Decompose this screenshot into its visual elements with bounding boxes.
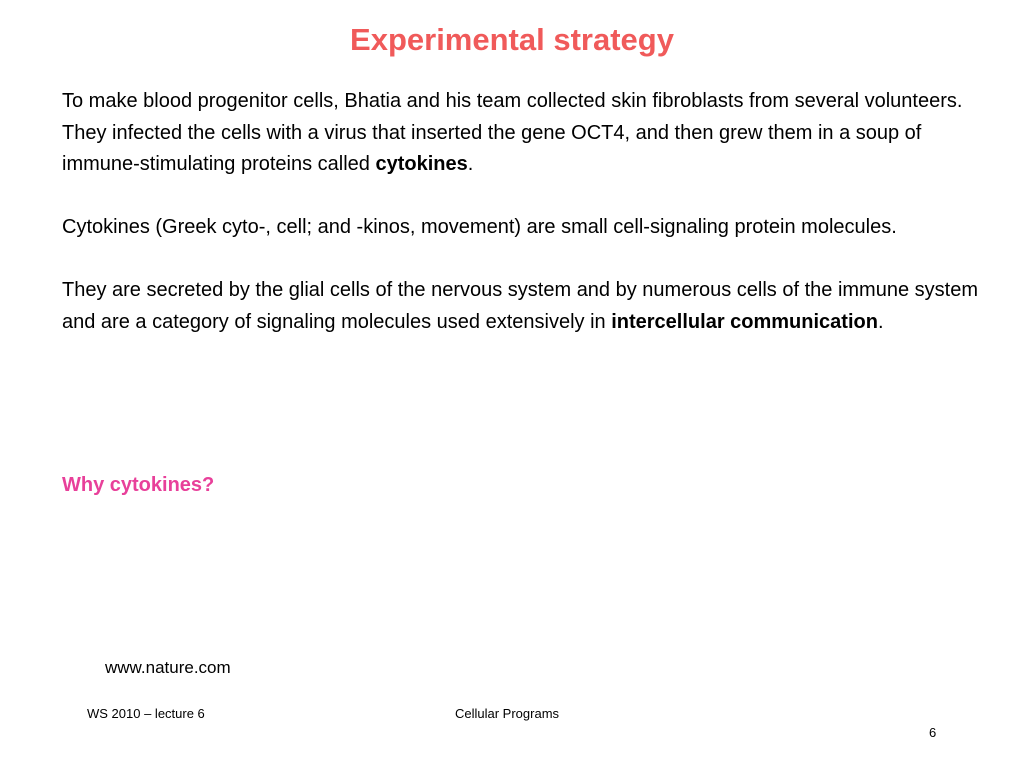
- paragraph-definition: Cytokines (Greek cyto-, cell; and -kinos…: [62, 216, 897, 238]
- paragraph-secretion-end: .: [877, 310, 884, 333]
- footer-lecture: WS 2010 – lecture 6: [87, 706, 205, 721]
- paragraph-method-text: To make blood progenitor cells, Bhatia a…: [62, 90, 963, 175]
- paragraph-secretion-text: They are secreted by the glial cells of …: [62, 279, 978, 333]
- term-intercellular-communication: intercellular communication: [611, 310, 878, 333]
- page-number: 6: [929, 725, 937, 740]
- source-link[interactable]: www.nature.com: [105, 658, 231, 677]
- paragraph-secretion: They are secreted by the glial cells of …: [62, 275, 982, 338]
- question-heading: Why cytokines?: [62, 474, 215, 496]
- paragraph-method: To make blood progenitor cells, Bhatia a…: [62, 86, 982, 181]
- footer-course: Cellular Programs: [455, 706, 560, 721]
- paragraph-method-end: .: [467, 153, 474, 175]
- slide-title: Experimental strategy: [350, 22, 674, 57]
- slide-body: To make blood progenitor cells, Bhatia a…: [62, 86, 982, 338]
- term-cytokines: cytokines: [375, 153, 468, 175]
